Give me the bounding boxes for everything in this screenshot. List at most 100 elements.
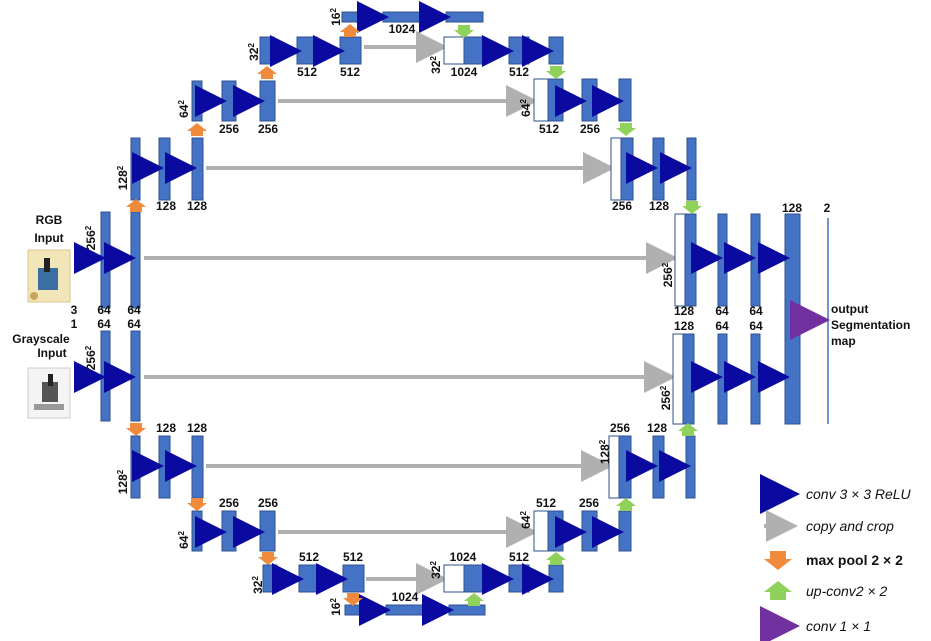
- rgb-dec3-b: [581, 78, 598, 122]
- gray-enc3-a: [191, 510, 203, 552]
- ch-gray-512b: 512: [343, 550, 363, 564]
- rgb-dec3-a: [547, 78, 564, 122]
- sp-rgb-128: 1282: [116, 165, 131, 190]
- ch-rgb-512b: 512: [340, 65, 360, 79]
- rgb-enc1-b: [130, 211, 141, 309]
- ch-gray-in: 1: [71, 317, 78, 331]
- rgb-input-label-2: Input: [34, 231, 63, 245]
- gray-dec3-a-copy-part: [533, 510, 549, 552]
- ch-rgb-64c: 64: [715, 304, 729, 318]
- gray-enc2-b: [158, 435, 171, 499]
- rgb-enc4-b: [296, 36, 318, 65]
- gray-dec2-c: [685, 435, 696, 499]
- sp-gray-64: 642: [177, 531, 192, 549]
- gray-dec1-b: [717, 333, 728, 425]
- pool-arrow-l4: [343, 593, 363, 606]
- rgb-enc4-a: [259, 36, 275, 65]
- pool-arrow-l3: [258, 552, 278, 565]
- rgb-dec2-a-copy-part: [610, 137, 622, 201]
- upconv-arrow-u3: [546, 66, 566, 79]
- rgb-dec1-a: [684, 213, 697, 307]
- pool-arrow-u2: [187, 123, 207, 136]
- upconv-arrow-u2: [616, 123, 636, 136]
- sp-gray-32b: 322: [429, 561, 444, 579]
- ch-rgb-64b: 64: [127, 303, 141, 317]
- sp-gray-16-exp: 2: [329, 598, 338, 603]
- sp-rgb-256-exp: 2: [84, 225, 93, 230]
- ch-rgb-128a: 128: [156, 199, 176, 213]
- gray-input-label-2: Input: [37, 346, 66, 360]
- rgb-dec3-a-copy-part: [533, 78, 549, 122]
- gray-dec3-a: [547, 510, 564, 552]
- ch-gray-512d: 512: [536, 496, 556, 510]
- rgb-dec1-c: [750, 213, 761, 307]
- output-label-1: output: [831, 302, 868, 316]
- gray-bott-b: [385, 604, 425, 616]
- ch-rgb-256b: 256: [258, 122, 278, 136]
- sp-rgb-256b: 2562: [661, 262, 676, 287]
- sp-rgb-64: 642: [177, 100, 192, 118]
- sp-gray-16: 162: [329, 598, 344, 616]
- ch-gray-128d: 128: [674, 319, 694, 333]
- sp-rgb-64b-exp: 2: [519, 99, 528, 104]
- ch-rgb-256c: 256: [580, 122, 600, 136]
- sp-rgb-32: 322: [247, 43, 262, 61]
- ch-rgb-64d: 64: [749, 304, 763, 318]
- pool-arrow-u3: [257, 66, 277, 79]
- gray-dec1-a-copy-part: [672, 333, 684, 425]
- sp-rgb-32-exp: 2: [247, 43, 256, 48]
- sp-gray-128: 1282: [116, 469, 131, 494]
- rgb-input-label-1: RGB: [36, 213, 63, 227]
- ch-rgb-256a: 256: [219, 122, 239, 136]
- sp-gray-256b: 2562: [659, 385, 674, 410]
- sp-gray-64b: 642: [519, 511, 534, 529]
- rgb-bott-c: [445, 11, 484, 23]
- ch-rgb-128c: 128: [649, 199, 669, 213]
- legend-up-text: up-conv2 × 2: [806, 583, 888, 599]
- rgb-enc2-a: [130, 137, 141, 201]
- legend-pool-text: max pool 2 × 2: [806, 552, 903, 568]
- upconv-arrow-u4: [454, 25, 474, 38]
- rgb-dec4-b: [508, 36, 530, 65]
- ch-gray-512c: 512: [509, 550, 529, 564]
- rgb-enc4-c: [339, 36, 362, 65]
- gray-enc4-a: [262, 564, 278, 593]
- upconv-arrow-l1: [678, 423, 698, 436]
- rgb-dec2-b: [652, 137, 665, 201]
- sp-gray-64b-exp: 2: [519, 511, 528, 516]
- legend-conv-text: conv 3 × 3 ReLU: [806, 486, 912, 502]
- gray-enc3-b: [221, 510, 237, 552]
- rgb-enc3-b: [221, 80, 237, 122]
- sp-gray-256: 2562: [84, 345, 99, 370]
- output-label-3: map: [831, 334, 856, 348]
- ch-rgb-512c: 512: [509, 65, 529, 79]
- ch-gray-256b: 256: [258, 496, 278, 510]
- ch-gray-64c: 64: [715, 319, 729, 333]
- sp-rgb-32b: 322: [429, 56, 444, 74]
- sp-gray-256-exp: 2: [84, 345, 93, 350]
- sp-rgb-32b-exp: 2: [429, 56, 438, 61]
- rgb-enc2-b: [158, 137, 171, 201]
- sp-gray-64-exp: 2: [177, 531, 186, 536]
- sp-gray-128b: 1282: [598, 439, 613, 464]
- ch-gray-128c: 128: [647, 421, 667, 435]
- pool-arrow-u4: [340, 24, 360, 37]
- rgb-bott-a: [341, 11, 361, 23]
- ch-gray-256d: 256: [610, 421, 630, 435]
- sp-rgb-256b-exp: 2: [661, 262, 670, 267]
- ch-gray-64d: 64: [749, 319, 763, 333]
- rgb-enc1-a: [100, 211, 111, 309]
- ch-rgb-512a: 512: [297, 65, 317, 79]
- gray-bott-a: [344, 604, 364, 616]
- upconv-arrow-l2: [616, 498, 636, 511]
- ch-gray-256a: 256: [219, 496, 239, 510]
- gray-enc2-c: [191, 435, 204, 499]
- sp-gray-32-exp: 2: [251, 576, 260, 581]
- rgb-dec4-a-copy-part: [443, 36, 465, 65]
- ch-rgb-64a: 64: [97, 303, 111, 317]
- sp-rgb-16-exp: 2: [329, 8, 338, 13]
- upconv-arrow-u1: [682, 201, 702, 214]
- ch-rgb-1024b: 1024: [451, 65, 478, 79]
- rgb-dec2-c: [686, 137, 697, 201]
